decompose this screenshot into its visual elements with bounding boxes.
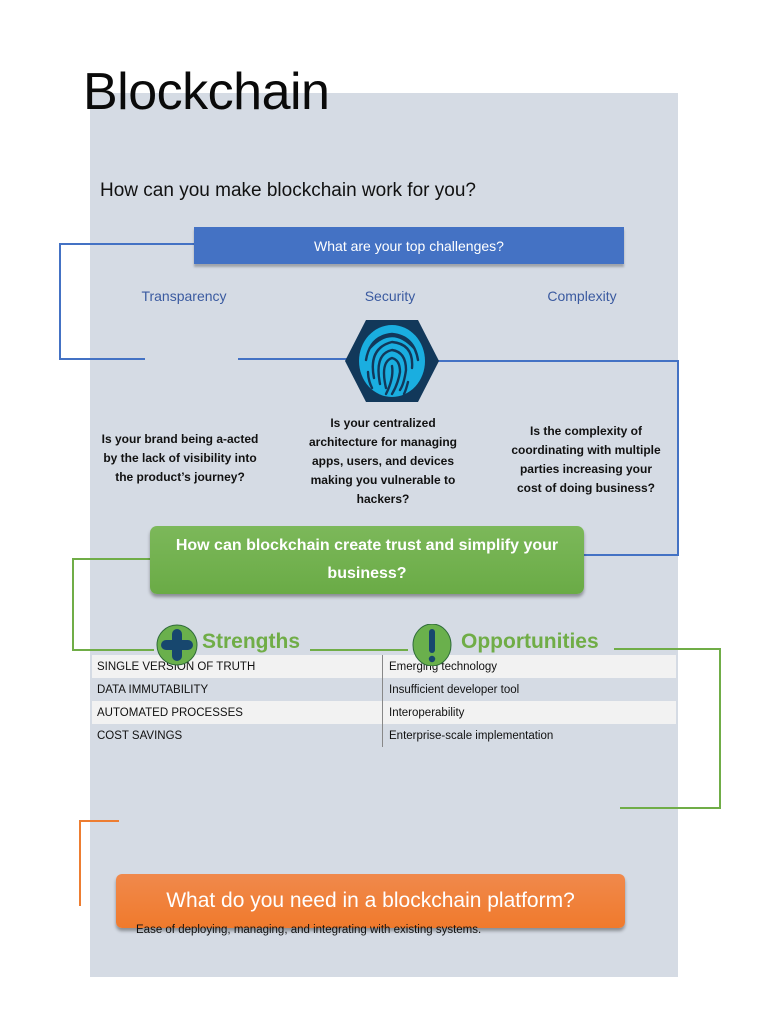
- connector-line: [614, 648, 720, 650]
- platform-description: Ease of deploying, managing, and integra…: [136, 924, 482, 936]
- opportunities-heading: Opportunities: [461, 630, 599, 653]
- table-row: COST SAVINGS Enterprise-scale implementa…: [92, 724, 676, 747]
- strength-item: DATA IMMUTABILITY: [97, 683, 209, 696]
- connector-line: [72, 649, 154, 651]
- platform-heading: What do you need in a blockchain platfor…: [116, 874, 625, 928]
- challenges-heading: What are your top challenges?: [194, 227, 624, 264]
- opportunity-item: Interoperability: [382, 701, 676, 724]
- connector-line: [719, 648, 721, 808]
- category-complexity: Complexity: [547, 288, 617, 304]
- strength-item: AUTOMATED PROCESSES: [97, 706, 243, 719]
- connector-line: [436, 360, 678, 362]
- page-subtitle: How can you make blockchain work for you…: [100, 180, 476, 201]
- strength-item: COST SAVINGS: [97, 729, 183, 742]
- table-row: AUTOMATED PROCESSES Interoperability: [92, 701, 676, 724]
- connector-line: [620, 807, 721, 809]
- category-security: Security: [364, 288, 416, 304]
- connector-line: [677, 360, 679, 555]
- connector-line: [79, 820, 119, 822]
- connector-line: [59, 243, 61, 358]
- page-title: Blockchain: [83, 63, 330, 121]
- opportunity-item: Enterprise-scale implementation: [382, 724, 676, 747]
- connector-line: [72, 558, 152, 560]
- category-transparency: Transparency: [141, 288, 227, 304]
- table-row: SINGLE VERSION OF TRUTH Emerging technol…: [92, 655, 676, 678]
- question-complexity: Is the complexity of coordinating with m…: [511, 424, 661, 495]
- trust-heading: How can blockchain create trust and simp…: [150, 526, 584, 594]
- strengths-heading: Strengths: [202, 630, 301, 653]
- exclamation-icon: [412, 624, 452, 666]
- question-transparency: Is your brand being a-acted by the lack …: [101, 432, 259, 484]
- strength-item: SINGLE VERSION OF TRUTH: [97, 660, 256, 673]
- fingerprint-icon: [345, 320, 439, 402]
- swot-table: SINGLE VERSION OF TRUTH Emerging technol…: [92, 655, 676, 747]
- connector-line: [59, 358, 145, 360]
- connector-line: [79, 820, 81, 906]
- connector-line: [59, 243, 195, 245]
- connector-line: [584, 554, 679, 556]
- table-row: DATA IMMUTABILITY Insufficient developer…: [92, 678, 676, 701]
- opportunity-item: Insufficient developer tool: [382, 678, 676, 701]
- plus-icon: [156, 624, 198, 666]
- connector-line: [72, 558, 74, 650]
- opportunity-item: Emerging technology: [382, 655, 676, 678]
- connector-line: [310, 649, 408, 651]
- question-security: Is your centralized architecture for man…: [308, 416, 458, 506]
- connector-line: [238, 358, 348, 360]
